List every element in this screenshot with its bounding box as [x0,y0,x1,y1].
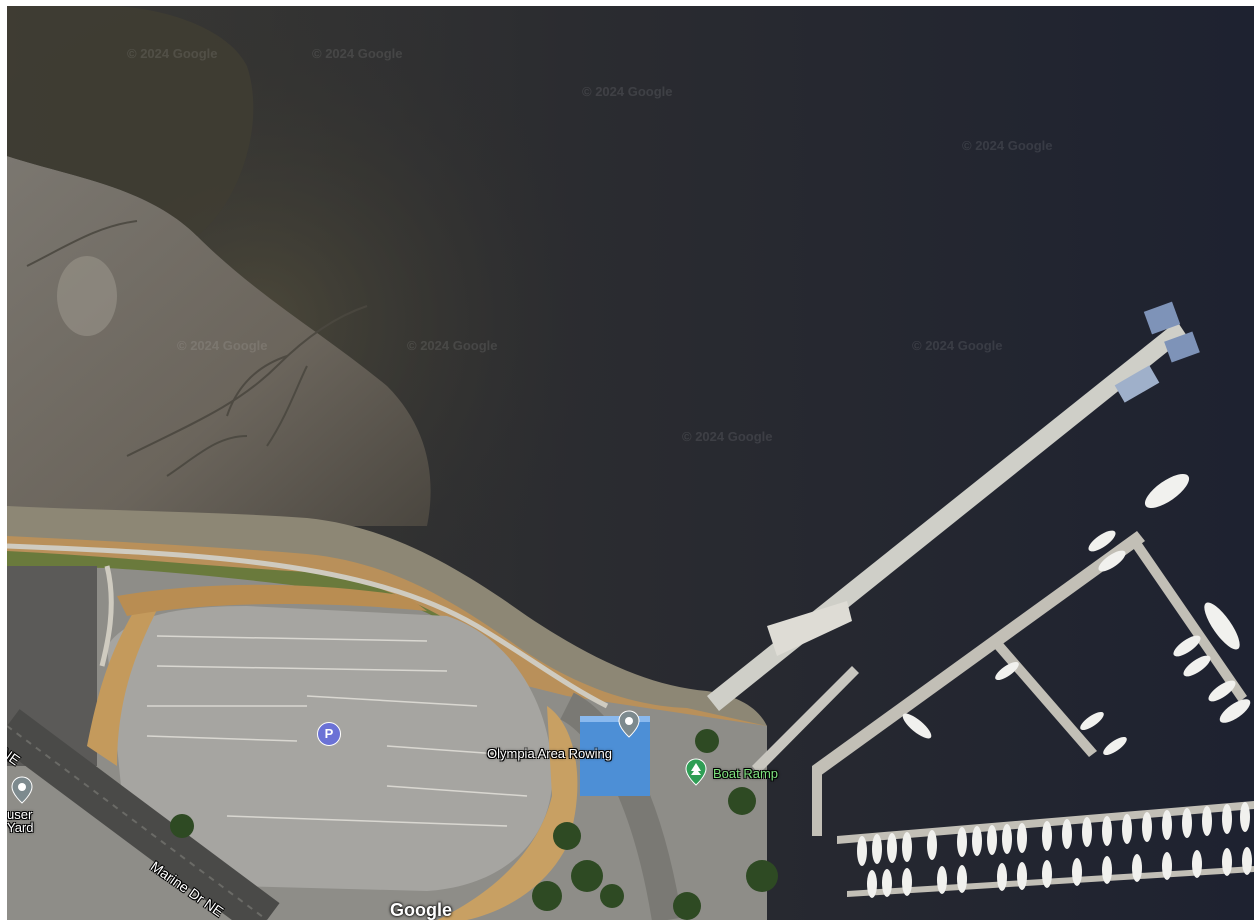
attribution-watermark: © 2024 Google [962,138,1053,153]
boats [857,473,1252,898]
parking-icon[interactable]: P [317,722,341,746]
parking-lot [107,606,553,891]
map-imagery [7,6,1254,920]
attribution-watermark: © 2024 Google [912,338,1003,353]
attribution-watermark: © 2024 Google [407,338,498,353]
attribution-watermark: © 2024 Google [177,338,268,353]
place-label-rowing[interactable]: Olympia Area Rowing [487,746,612,761]
place-label-boat-ramp[interactable]: Boat Ramp [713,766,779,781]
place-label-left-line1: user [7,807,33,822]
attribution-watermark: © 2024 Google [127,46,218,61]
tree-pin-icon[interactable] [685,758,707,786]
rowing-building [580,716,650,796]
attribution-watermark: © 2024 Google [582,84,673,99]
place-label-left[interactable]: user Yard [7,808,34,834]
place-label-left-line2: Yard [7,820,34,835]
parking-icon-letter: P [324,726,334,741]
main-pier [707,301,1200,711]
google-logo: Google [390,900,452,920]
location-pin-icon[interactable] [618,710,640,738]
mudflat [7,156,431,526]
marine-drive-road [7,709,280,920]
attribution-watermark: © 2024 Google [312,46,403,61]
attribution-watermark: © 2024 Google [682,429,773,444]
location-pin-icon[interactable] [11,776,33,804]
satellite-map[interactable]: © 2024 Google © 2024 Google © 2024 Googl… [7,6,1254,920]
